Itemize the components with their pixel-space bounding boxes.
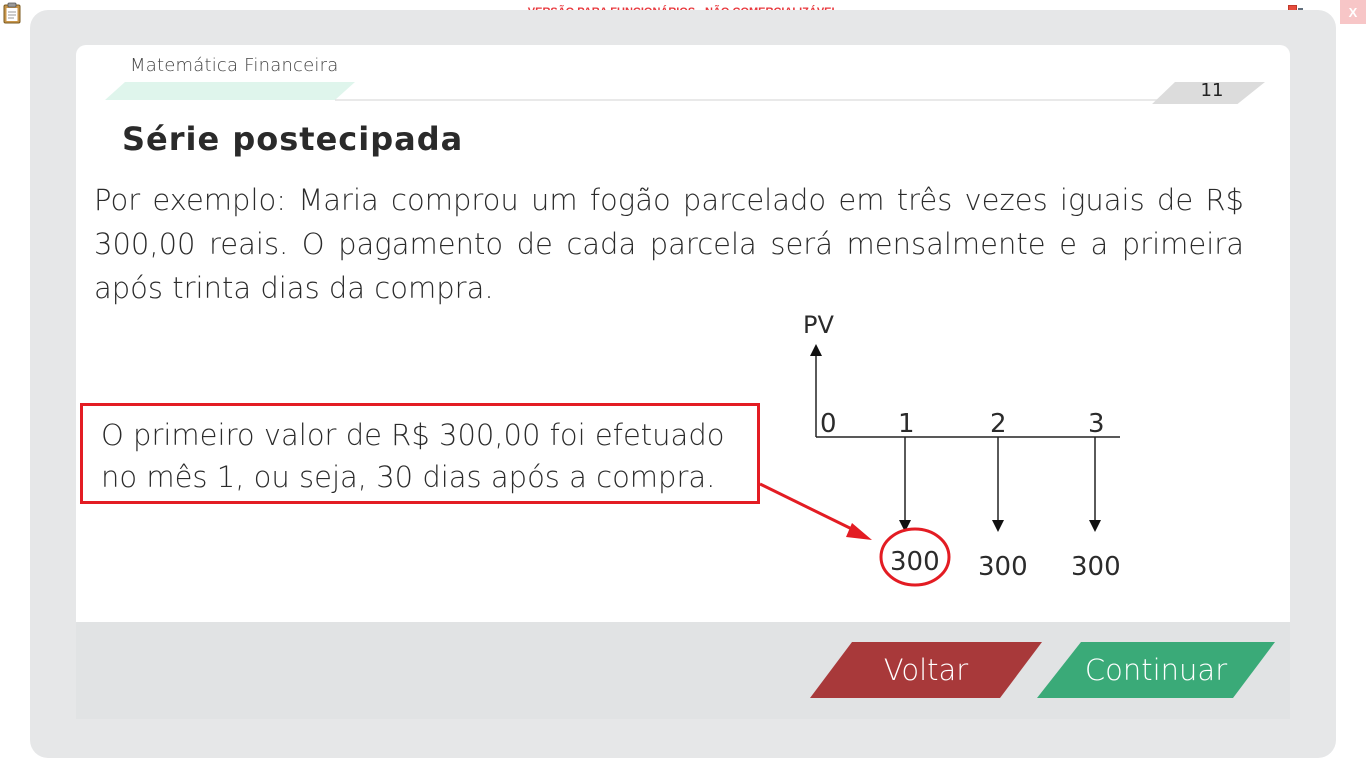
page-number: 11 — [1200, 80, 1224, 101]
callout-line-2: no mês 1, ou seja, 30 dias após a compra… — [101, 460, 716, 494]
slide-body-text: Por exemplo: Maria comprou um fogão parc… — [94, 183, 1244, 305]
back-button-label: Voltar — [883, 653, 969, 687]
callout-box: O primeiro valor de R$ 300,00 foi efetua… — [80, 403, 760, 504]
header-divider — [105, 82, 1265, 104]
continue-button[interactable]: Continuar — [1037, 642, 1275, 698]
course-title: Matemática Financeira — [130, 55, 339, 76]
back-button[interactable]: Voltar — [810, 642, 1042, 698]
continue-button-label: Continuar — [1084, 653, 1228, 687]
slide-title: Série postecipada — [122, 120, 464, 158]
slide-panel — [76, 45, 1290, 719]
callout-line-1: O primeiro valor de R$ 300,00 foi efetua… — [101, 418, 725, 452]
callout-text: O primeiro valor de R$ 300,00 foi efetua… — [101, 414, 751, 498]
clipboard-icon[interactable] — [2, 2, 22, 24]
close-button[interactable]: X — [1340, 0, 1366, 24]
